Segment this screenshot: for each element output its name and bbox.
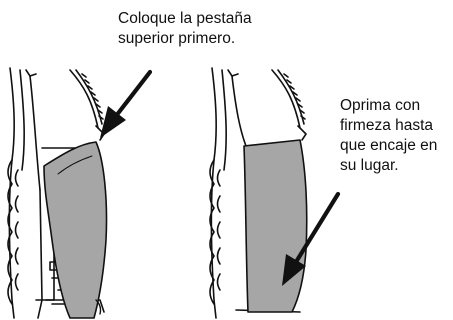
battery-cover-left <box>43 141 108 319</box>
instruction-step-2-line-3: que encaje en <box>340 137 438 154</box>
arrow-down-left-icon <box>282 191 341 286</box>
battery-cover-right <box>243 139 308 313</box>
instruction-step-2-line-2: firmeza hasta <box>340 117 434 134</box>
instruction-step-2: Oprima con firmeza hasta que encaje en s… <box>340 96 437 176</box>
instruction-step-1-line-2: superior primero. <box>118 30 236 47</box>
instruction-step-1-line-1: Coloque la pestaña <box>118 10 252 27</box>
instruction-step-1: Coloque la pestaña superior primero. <box>118 9 252 49</box>
handset-right <box>209 67 307 319</box>
arrow-down-left-icon <box>100 69 153 138</box>
instruction-step-2-line-4: su lugar. <box>340 157 399 174</box>
instruction-step-2-line-1: Oprima con <box>340 97 421 114</box>
